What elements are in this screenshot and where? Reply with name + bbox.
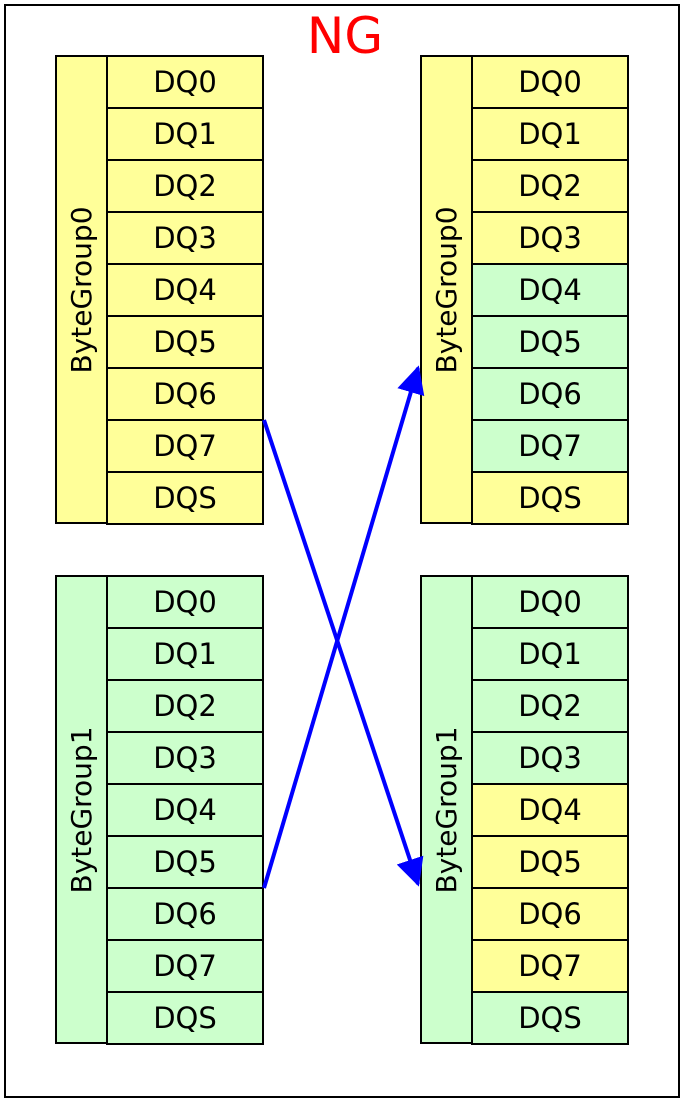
dq-cell-dq3: DQ3	[106, 211, 264, 265]
dq-cell-dq4: DQ4	[471, 783, 629, 837]
dq-cell-dq2: DQ2	[471, 679, 629, 733]
dq-cell-dq4: DQ4	[106, 263, 264, 317]
dq-cell-dq2: DQ2	[106, 679, 264, 733]
dq-cell-dq1: DQ1	[471, 107, 629, 161]
dq-cell-dq5: DQ5	[471, 315, 629, 369]
bytegroup-label: ByteGroup0	[429, 205, 463, 374]
bytegroup-label: ByteGroup1	[429, 725, 463, 894]
bytegroup-label-box: ByteGroup0	[420, 55, 473, 524]
dq-cell-dq0: DQ0	[106, 55, 264, 109]
dq-cell-dq5: DQ5	[471, 835, 629, 889]
dq-cell-dq7: DQ7	[106, 419, 264, 473]
bytegroup-label: ByteGroup0	[64, 205, 98, 374]
dq-cell-dq5: DQ5	[106, 835, 264, 889]
dq-cell-dq6: DQ6	[106, 887, 264, 941]
dq-cell-dq2: DQ2	[106, 159, 264, 213]
dq-cell-dq5: DQ5	[106, 315, 264, 369]
bytegroup-label-box: ByteGroup0	[55, 55, 108, 524]
bytegroup-label: ByteGroup1	[64, 725, 98, 894]
dq-cell-dq3: DQ3	[471, 211, 629, 265]
dq-cell-dq0: DQ0	[106, 575, 264, 629]
bytegroup-label-box: ByteGroup1	[55, 575, 108, 1044]
dq-cell-dq2: DQ2	[471, 159, 629, 213]
dq-cell-dq4: DQ4	[471, 263, 629, 317]
dq-cell-dq1: DQ1	[471, 627, 629, 681]
dq-cell-dq0: DQ0	[471, 55, 629, 109]
dq-cell-dq0: DQ0	[471, 575, 629, 629]
dq-cell-dqs: DQS	[471, 471, 629, 525]
dq-cell-dq6: DQ6	[471, 367, 629, 421]
dq-cell-dq7: DQ7	[471, 939, 629, 993]
dq-cell-dq1: DQ1	[106, 107, 264, 161]
dq-cell-dq3: DQ3	[471, 731, 629, 785]
dq-cell-dq1: DQ1	[106, 627, 264, 681]
diagram-frame	[4, 4, 680, 1098]
dq-cell-dq7: DQ7	[471, 419, 629, 473]
dq-cell-dq6: DQ6	[106, 367, 264, 421]
dq-cell-dq4: DQ4	[106, 783, 264, 837]
dq-cell-dqs: DQS	[106, 991, 264, 1045]
dq-cell-dq3: DQ3	[106, 731, 264, 785]
diagram-title: NG	[306, 7, 384, 65]
dq-cell-dq6: DQ6	[471, 887, 629, 941]
dq-cell-dq7: DQ7	[106, 939, 264, 993]
dq-cell-dqs: DQS	[471, 991, 629, 1045]
bytegroup-label-box: ByteGroup1	[420, 575, 473, 1044]
dq-cell-dqs: DQS	[106, 471, 264, 525]
